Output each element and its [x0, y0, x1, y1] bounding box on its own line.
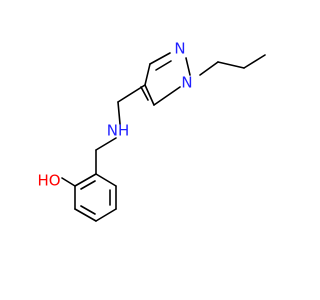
bond-c5-c4-inner	[140, 86, 149, 101]
bond-ar1-ar2	[95, 173, 117, 187]
bonds	[61, 52, 266, 222]
bond-c3-n2	[149, 52, 171, 65]
bond-n2-n1	[185, 57, 191, 76]
bond-n1-c5	[153, 86, 181, 106]
bond-c4-c3	[144, 63, 151, 86]
bond-c5-c4	[144, 84, 155, 106]
bond-ar6-oh	[61, 177, 76, 187]
bond-c3-n2-inner	[155, 60, 172, 71]
atom-label-n1: N	[181, 74, 192, 92]
atom-label-n2: N	[174, 40, 185, 58]
bond-ar4-ar5	[74, 208, 97, 222]
bond-c4-ch2	[117, 84, 146, 103]
atom-labels: N N NH HO	[37, 40, 192, 190]
bond-propyl-2-3	[243, 54, 266, 69]
bond-ch2-nh	[117, 101, 121, 125]
atom-label-nh: NH	[107, 122, 130, 140]
bond-nh-ch2	[95, 137, 117, 151]
bond-ar4-ar5-inner	[80, 205, 96, 215]
bond-ar6-ar1	[74, 173, 97, 187]
bond-ar6-ar1-inner	[80, 180, 96, 190]
bond-n1-propyl-1	[199, 61, 219, 76]
bond-propyl-1-2	[217, 61, 245, 69]
chemical-structure-diagram: N N NH HO	[37, 40, 266, 222]
bond-ar3-ar4	[95, 208, 117, 222]
atom-label-oh: HO	[37, 172, 60, 190]
